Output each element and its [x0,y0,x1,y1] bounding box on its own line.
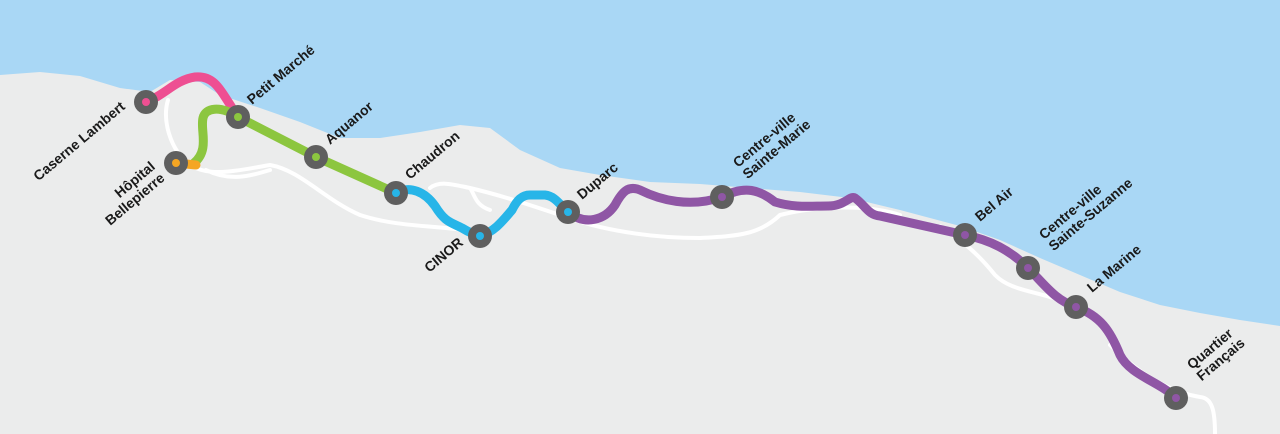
station-dot [234,113,242,121]
station-dot [142,98,150,106]
station-dot [961,231,969,239]
station-dot [1024,264,1032,272]
station-dot [392,189,400,197]
line-pink [141,72,243,122]
station-dot [564,208,572,216]
station-dot [312,153,320,161]
station-dot [1072,303,1080,311]
station-dot [1172,394,1180,402]
station-dot [476,232,484,240]
station-dot [172,159,180,167]
station-dot [718,193,726,201]
